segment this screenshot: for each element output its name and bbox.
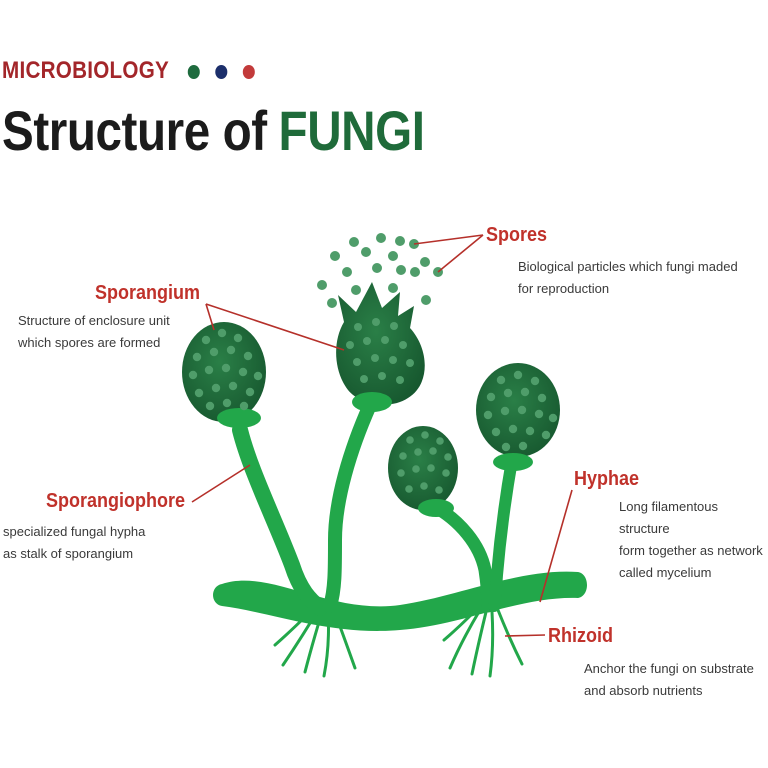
label-spores: Spores xyxy=(486,224,548,246)
desc-hyphae: Long filamentous structure form together… xyxy=(619,499,763,580)
sporangium-left xyxy=(182,322,266,428)
kicker-text: MICROBIOLOGY xyxy=(2,57,170,84)
title-accent: FUNGI xyxy=(278,99,425,162)
red-dot-icon xyxy=(243,65,256,79)
spores-pointer-lower xyxy=(437,234,484,273)
desc-rhizoid: Anchor the fungi on substrate and absorb… xyxy=(584,661,754,698)
label-sporangiophore: Sporangiophore xyxy=(46,490,186,512)
sporangiophore-pointer xyxy=(191,464,251,503)
hypha-stolon xyxy=(213,571,587,631)
desc-spores: Biological particles which fungi maded f… xyxy=(518,259,738,296)
label-hyphae: Hyphae xyxy=(574,468,640,490)
desc-sporangium: Structure of enclosure unit which spores… xyxy=(18,313,170,350)
pointer-lines xyxy=(191,234,573,637)
green-dot-icon xyxy=(187,65,201,79)
sporangium-pointer-left xyxy=(205,303,215,331)
kicker-row: MICROBIOLOGY xyxy=(2,57,256,85)
sporangium-center xyxy=(336,282,425,412)
label-sporangium: Sporangium xyxy=(95,282,201,304)
navy-dot-icon xyxy=(215,65,228,79)
sporangium-pointer-center xyxy=(205,303,345,351)
hyphae-pointer xyxy=(539,489,573,603)
title-main: Structure of xyxy=(2,99,267,162)
sporangium-right xyxy=(476,363,560,471)
rhizoid-pointer xyxy=(504,634,546,637)
desc-sporangiophore: specialized fungal hypha as stalk of spo… xyxy=(3,524,146,561)
label-rhizoid: Rhizoid xyxy=(548,625,613,647)
sporangiophore-stalks xyxy=(232,398,518,616)
spores-pointer-upper xyxy=(413,234,484,245)
released-spores xyxy=(317,233,443,308)
sporangium-small xyxy=(388,426,458,517)
